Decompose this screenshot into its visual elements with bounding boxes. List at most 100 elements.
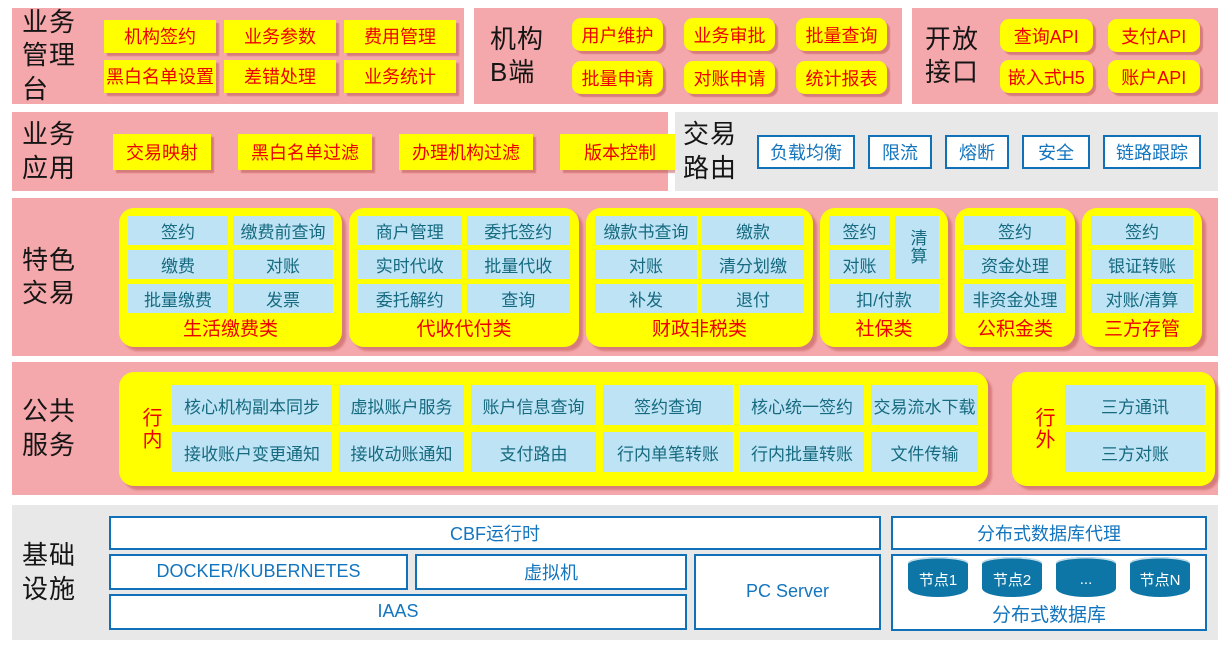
mgmt-item: 机构签约 [104, 19, 216, 53]
mgmt-item: 业务统计 [344, 59, 456, 93]
orgb-item: 对账申请 [684, 61, 775, 94]
group-label: 生活缴费类 [182, 318, 278, 340]
mgmt-item: 黑白名单设置 [104, 59, 216, 93]
feature-item: 发票 [233, 283, 333, 313]
route-item: 链路跟踪 [1103, 134, 1201, 169]
group-housing-fund: 签约 资金处理 非资金处理 公积金类 [955, 207, 1075, 347]
group-label: 公积金类 [976, 318, 1053, 340]
group-collection-payment: 商户管理 委托签约 实时代收 批量代收 委托解约 查询 代收代付类 [349, 207, 579, 347]
business-application-items: 交易映射 黑白名单过滤 办理机构过滤 版本控制 [113, 133, 680, 170]
group-items: 签约 银证转账 对账/清算 [1091, 215, 1193, 313]
top-row: 业务管理台 机构签约 业务参数 费用管理 黑白名单设置 差错处理 业务统计 机构… [12, 7, 1218, 104]
openapi-item: 支付API [1107, 19, 1200, 52]
orgb-item: 业务审批 [684, 18, 775, 51]
group-label: 财政非税类 [651, 318, 747, 340]
group-extra-bank: 行外 三方通讯 三方对账 [1012, 371, 1215, 486]
org-b-side-items: 用户维护 业务审批 批量查询 批量申请 对账申请 统计报表 [572, 18, 887, 94]
openapi-item: 账户API [1107, 60, 1200, 93]
node-label: ... [1079, 571, 1093, 588]
service-item: 文件传输 [871, 432, 978, 472]
group-intra-bank: 行内 核心机构副本同步 虚拟账户服务 账户信息查询 签约查询 核心统一签约 交易… [119, 371, 988, 486]
featured-transactions-title: 特色交易 [22, 244, 77, 308]
feature-item: 对账 [829, 249, 890, 279]
cbf-runtime-box: CBF运行时 [109, 515, 881, 550]
db-cylinder-icon: 节点1 [908, 556, 968, 597]
service-item: 三方对账 [1065, 432, 1205, 472]
feature-item: 补发 [595, 283, 697, 313]
feature-item: 批量代收 [466, 249, 570, 279]
public-services-title: 公共服务 [22, 396, 77, 460]
service-item: 三方通讯 [1065, 385, 1205, 425]
service-item: 交易流水下载 [871, 385, 978, 425]
service-item: 签约查询 [603, 385, 733, 425]
group-label: 社保类 [855, 318, 913, 340]
section-public-services: 公共服务 行内 核心机构副本同步 虚拟账户服务 账户信息查询 签约查询 核心统一… [12, 362, 1218, 495]
feature-item: 委托解约 [358, 283, 462, 313]
group-third-party-depository: 签约 银证转账 对账/清算 三方存管 [1082, 207, 1202, 347]
feature-item: 对账 [233, 249, 333, 279]
db-cylinder-icon: 节点2 [982, 556, 1042, 597]
group-label: 三方存管 [1103, 318, 1180, 340]
section-transaction-routing: 交易路由 负载均衡 限流 熔断 安全 链路跟踪 [675, 112, 1218, 191]
business-application-title: 业务应用 [22, 119, 77, 183]
open-api-items: 查询API 支付API 嵌入式H5 账户API [1000, 19, 1200, 93]
service-item: 支付路由 [471, 432, 596, 472]
group-items: 签约 资金处理 非资金处理 [964, 215, 1066, 313]
openapi-item: 查询API [1000, 19, 1093, 52]
group-life-payment: 签约 缴费前查询 缴费 对账 批量缴费 发票 生活缴费类 [119, 207, 342, 347]
service-item: 接收动账通知 [339, 432, 464, 472]
route-item: 负载均衡 [757, 134, 855, 169]
intra-bank-items: 核心机构副本同步 虚拟账户服务 账户信息查询 签约查询 核心统一签约 交易流水下… [172, 385, 978, 472]
service-item: 接收账户变更通知 [172, 432, 332, 472]
bizapp-item: 黑白名单过滤 [238, 133, 372, 170]
mgmt-item: 差错处理 [224, 59, 336, 93]
transaction-routing-items: 负载均衡 限流 熔断 安全 链路跟踪 [757, 134, 1201, 169]
business-management-title: 业务管理台 [22, 7, 77, 104]
second-row: 业务应用 交易映射 黑白名单过滤 办理机构过滤 版本控制 交易路由 负载均衡 限… [12, 112, 1218, 191]
orgb-item: 批量查询 [796, 18, 887, 51]
feature-item: 资金处理 [964, 249, 1066, 279]
feature-item: 对账 [595, 249, 697, 279]
feature-item: 银证转账 [1091, 249, 1193, 279]
group-items: 签约 缴费前查询 缴费 对账 批量缴费 发票 [128, 215, 333, 313]
extra-bank-items: 三方通讯 三方对账 [1065, 385, 1205, 472]
section-business-management: 业务管理台 机构签约 业务参数 费用管理 黑白名单设置 差错处理 业务统计 [12, 7, 464, 104]
feature-item: 签约 [829, 215, 890, 245]
node-label: 节点1 [918, 572, 958, 589]
feature-item: 非资金处理 [964, 283, 1066, 313]
infrastructure-title: 基础设施 [22, 540, 77, 604]
distributed-db-box: 节点1 节点2 ... 节点N 分布式数据库 [891, 553, 1207, 631]
feature-item: 缴款书查询 [595, 215, 697, 245]
feature-item: 商户管理 [358, 215, 462, 245]
transaction-routing-title: 交易路由 [683, 119, 738, 183]
feature-item: 委托签约 [466, 215, 570, 245]
orgb-item: 用户维护 [572, 18, 663, 51]
route-item: 熔断 [945, 134, 1009, 169]
group-label: 代收代付类 [416, 318, 512, 340]
bizapp-item: 交易映射 [113, 133, 211, 170]
feature-item: 清分划缴 [702, 249, 804, 279]
db-nodes: 节点1 节点2 ... 节点N [908, 556, 1190, 597]
feature-item: 清算 [895, 215, 939, 279]
section-business-application: 业务应用 交易映射 黑白名单过滤 办理机构过滤 版本控制 [12, 112, 680, 191]
db-cylinder-icon: 节点N [1130, 556, 1190, 597]
feature-item: 扣/付款 [829, 283, 939, 313]
feature-item: 缴费 [128, 249, 228, 279]
feature-item: 实时代收 [358, 249, 462, 279]
feature-item: 签约 [964, 215, 1066, 245]
feature-item: 批量缴费 [128, 283, 228, 313]
business-management-items: 机构签约 业务参数 费用管理 黑白名单设置 差错处理 业务统计 [104, 19, 456, 93]
service-item: 虚拟账户服务 [339, 385, 464, 425]
service-item: 核心统一签约 [740, 385, 864, 425]
mgmt-item: 费用管理 [344, 19, 456, 53]
db-cylinder-icon: ... [1056, 556, 1116, 597]
node-label: 节点2 [992, 572, 1032, 589]
section-org-b-side: 机构B端 用户维护 业务审批 批量查询 批量申请 对账申请 统计报表 [474, 8, 902, 104]
route-item: 限流 [868, 134, 932, 169]
mgmt-item: 业务参数 [224, 19, 336, 53]
group-items: 签约 清算 对账 扣/付款 [829, 215, 939, 313]
feature-item: 查询 [466, 283, 570, 313]
bizapp-item: 办理机构过滤 [399, 133, 533, 170]
pc-server-box: PC Server [694, 553, 881, 630]
feature-item: 对账/清算 [1091, 283, 1193, 313]
